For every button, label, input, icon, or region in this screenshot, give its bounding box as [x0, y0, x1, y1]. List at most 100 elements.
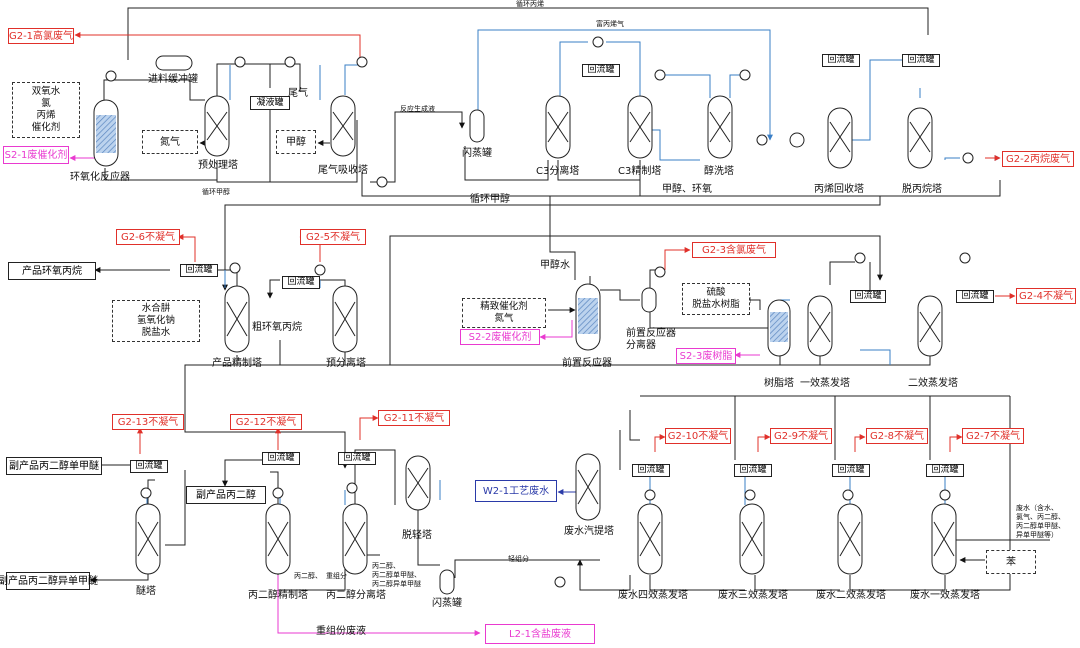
stream-recycle-propylene: 循环丙烯: [516, 0, 544, 8]
stream-reaction-liquid: 反应生成液: [400, 105, 435, 113]
label-resin: 树脂塔: [764, 378, 794, 389]
emission-g2-7: G2-7不凝气: [962, 428, 1024, 444]
reflux-drum-presep: 回流罐: [282, 276, 320, 289]
stream-heavy-waste: 重组份废液: [316, 626, 366, 637]
process-lines: [89, 7, 1050, 591]
reflux-drum-evap2: 回流罐: [956, 290, 994, 303]
refine-line: 水合肼: [141, 303, 171, 314]
product-glycol-ether: 副产品丙二醇单甲醚: [6, 457, 102, 475]
reflux-drum-evap1: 回流罐: [850, 290, 886, 303]
label-depropanizer: 脱丙烷塔: [902, 184, 942, 195]
emission-g2-4: G2-4不凝气: [1016, 288, 1076, 304]
reflux-drum-glycol-sep: 回流罐: [338, 452, 376, 465]
reflux-drum-ww2: 回流罐: [832, 464, 870, 477]
wastewater-note: 废水（含水、 氯气、丙二醇、 丙二醇单甲醚、 异单甲醚等）: [1016, 504, 1065, 540]
wastewater-line: 氯气、丙二醇、: [1016, 513, 1065, 521]
emission-g2-12: G2-12不凝气: [230, 414, 302, 430]
stream-tail-gas: 尾气: [288, 88, 308, 99]
stream-recycle-methanol: 循环甲醇: [470, 194, 510, 205]
label-light-removal: 脱轻塔: [402, 530, 432, 541]
label-c3-sep: C3分离塔: [536, 166, 580, 177]
nitrogen-input-box: 氮气: [142, 130, 198, 154]
label-pre-reactor: 前置反应器: [562, 358, 612, 369]
towers: [93, 55, 957, 595]
waste-lines: [69, 155, 760, 636]
product-iso-ether: 副产品丙二醇异单甲醚: [0, 572, 98, 590]
resin-line: 硫酸: [706, 287, 726, 298]
feed-line: 双氧水: [31, 86, 61, 97]
label-pretreat: 预处理塔: [198, 160, 238, 171]
label-propylene-recovery: 丙烯回收塔: [814, 184, 864, 195]
refine-line: 脱盐水: [141, 327, 171, 338]
label-absorber: 尾气吸收塔: [318, 165, 368, 176]
feed-line: 丙烯: [36, 110, 56, 121]
stream-recycle-methanol-small: 循环甲醇: [202, 188, 230, 196]
label-glycol-refine: 丙二醇精制塔: [248, 590, 308, 601]
emission-g2-10: G2-10不凝气: [665, 428, 731, 444]
label-alcohol-wash: 醇洗塔: [704, 166, 734, 177]
wastewater-line: 丙二醇单甲醚、: [1016, 522, 1065, 530]
reflux-drum-glycol: 回流罐: [262, 452, 300, 465]
stream-methanol-epoxide: 甲醇、环氧: [662, 184, 712, 195]
reflux-drum-product: 回流罐: [180, 264, 218, 277]
product-glycol: 副产品丙二醇: [186, 486, 266, 504]
benzene-input-box: 苯: [986, 550, 1036, 574]
label-c3-refine: C3精制塔: [618, 166, 662, 177]
wastewater-w2-1: W2-1工艺废水: [475, 480, 557, 502]
label-pre-reactor-sep: 前置反应器 分离器: [626, 328, 676, 352]
label-ww-evap1: 废水一效蒸发塔: [910, 590, 980, 601]
label-evap1: 一效蒸发塔: [800, 378, 850, 389]
stream-mix-c: 丙二醇异单甲醚: [372, 580, 421, 588]
label-ww-evap4: 废水四效蒸发塔: [618, 590, 688, 601]
exchangers: [105, 36, 974, 588]
stream-mix-note: 丙二醇、 丙二醇单甲醚、 丙二醇异单甲醚: [372, 562, 421, 589]
emission-g2-11: G2-11不凝气: [378, 410, 450, 426]
resin-line: 脱盐水树脂: [692, 299, 740, 310]
stream-rich-propylene: 富丙烯气: [596, 20, 624, 28]
product-epoxypropane: 产品环氧丙烷: [8, 262, 96, 280]
label-pre-reactor-sep-2: 分离器: [626, 340, 656, 351]
label-ww-stripper: 废水汽提塔: [564, 526, 614, 537]
emission-g2-1: G2-1高氯废气: [8, 28, 74, 44]
methanol-input-box: 甲醇: [276, 130, 316, 154]
emission-g2-2: G2-2丙烷废气: [1002, 151, 1074, 167]
label-crude-product: 粗环氧丙烷: [252, 322, 302, 333]
refine-line: 氢氧化钠: [136, 315, 175, 326]
packing: [137, 111, 955, 557]
reflux-drum-ww1: 回流罐: [926, 464, 964, 477]
reflux-drum-ww3: 回流罐: [734, 464, 772, 477]
label-product-refine: 产品精制塔: [212, 358, 262, 369]
pre-catalyst-line: 精致催化剂: [480, 301, 528, 312]
label-glycol-sep: 丙二醇分离塔: [326, 590, 386, 601]
feed-line: 催化剂: [31, 122, 61, 133]
reflux-drum-ether: 回流罐: [130, 460, 168, 473]
stream-glycol-mix: 丙二醇、: [294, 572, 322, 580]
reflux-drum-ww4: 回流罐: [632, 464, 670, 477]
liquid-l2-1: L2-1含盐废液: [485, 624, 595, 644]
label-evap2: 二效蒸发塔: [908, 378, 958, 389]
wastewater-line: 废水（含水、: [1016, 504, 1058, 512]
condenser-tank: 凝液罐: [250, 96, 290, 110]
solid-s2-3: S2-3废树脂: [676, 348, 736, 364]
benzene-label: 苯: [1006, 556, 1016, 568]
emission-g2-13: G2-13不凝气: [112, 414, 184, 430]
stream-methanol-water: 甲醇水: [540, 260, 570, 271]
emission-g2-9: G2-9不凝气: [770, 428, 832, 444]
methanol-label: 甲醇: [286, 136, 306, 148]
emission-g2-6: G2-6不凝气: [116, 229, 180, 245]
label-ww-evap2: 废水二效蒸发塔: [816, 590, 886, 601]
stream-light-fraction: 轻组分: [508, 555, 529, 563]
stream-mix-a: 丙二醇、: [372, 562, 400, 570]
label-pre-sep: 预分离塔: [326, 358, 366, 369]
emission-g2-5: G2-5不凝气: [300, 229, 366, 245]
label-feed-buffer: 进料缓冲罐: [148, 74, 198, 85]
wastewater-line: 异单甲醚等）: [1016, 531, 1058, 539]
label-flash2: 闪蒸罐: [432, 598, 462, 609]
stream-heavy-fraction: 重组分: [326, 572, 347, 580]
resin-input-box: 硫酸 脱盐水树脂: [682, 283, 750, 315]
feed-line: 氯: [41, 98, 51, 109]
pre-catalyst-input-box: 精致催化剂 氮气: [462, 298, 546, 328]
label-pre-reactor-sep-1: 前置反应器: [626, 328, 676, 339]
solid-s2-1: S2-1废催化剂: [3, 146, 69, 164]
